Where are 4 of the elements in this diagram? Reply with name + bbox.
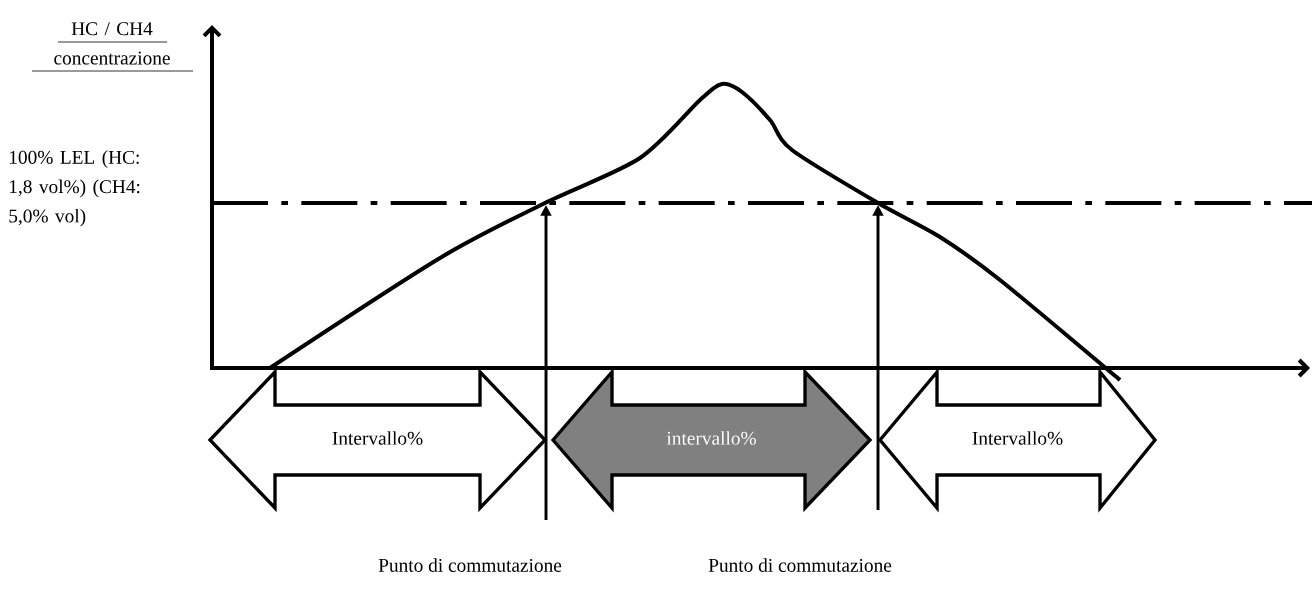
switch-point-label: Punto di commutazione (708, 558, 892, 572)
axis-title: HC / CH4 concentrazione (31, 22, 194, 72)
threshold-label: 100% LEL (HC: 1,8 vol%) (CH4: 5,0% vol) (9, 150, 140, 227)
switch-point-label: Punto di commutazione (378, 558, 562, 572)
